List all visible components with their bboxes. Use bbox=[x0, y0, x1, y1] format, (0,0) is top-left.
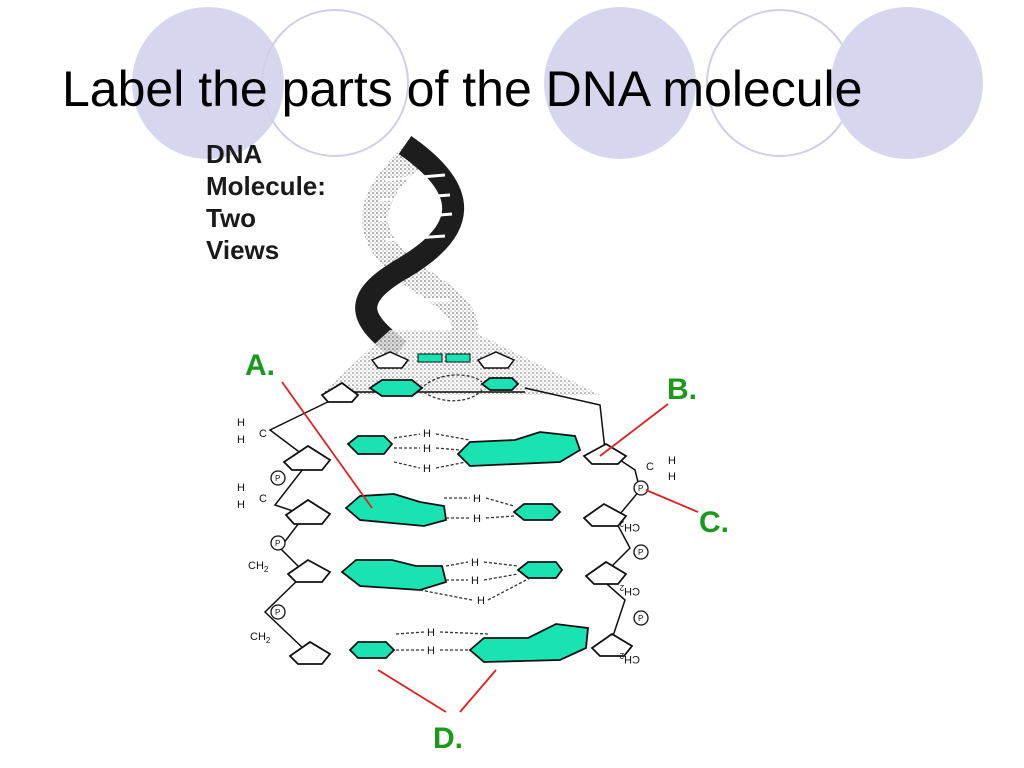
svg-text:P: P bbox=[275, 474, 280, 483]
atom-ch2: CH2 bbox=[248, 560, 269, 574]
atom-h: H bbox=[668, 455, 676, 467]
atom-h: H bbox=[237, 499, 245, 511]
atom-h: H bbox=[237, 417, 245, 429]
base-ring bbox=[344, 493, 448, 527]
phosphate: P bbox=[270, 535, 286, 551]
bond-atoms: H H H H H H H H H H bbox=[423, 428, 485, 657]
phosphate: P bbox=[270, 470, 286, 486]
atom-h: H bbox=[423, 428, 431, 440]
sugar-rings bbox=[282, 381, 634, 665]
decor-circle-filled bbox=[132, 7, 284, 159]
slide-title: Label the parts of the DNA molecule bbox=[62, 61, 863, 117]
atom-ch2: CH2 bbox=[619, 519, 640, 533]
backbone-right-chemistry: C H H CH2 CH2 CH2 bbox=[619, 455, 676, 665]
backbone-left-chemistry: H H C H H C CH2 CH2 bbox=[237, 417, 271, 645]
leader-line-d-right bbox=[459, 669, 497, 713]
helix-strand-dark bbox=[355, 135, 465, 359]
leader-line-c bbox=[645, 489, 699, 513]
caption-line: Views bbox=[206, 235, 280, 265]
atom-h: H bbox=[477, 595, 485, 607]
decor-circle-filled bbox=[831, 7, 983, 159]
label-b: B. bbox=[667, 373, 697, 406]
atom-ch2: CH2 bbox=[250, 631, 271, 645]
leader-line-d-left bbox=[377, 669, 447, 713]
base-ring bbox=[348, 641, 396, 659]
sugar-ring bbox=[288, 640, 332, 665]
caption-line: Two bbox=[206, 203, 257, 233]
sugar-ring bbox=[582, 502, 628, 527]
sugar-ring bbox=[320, 381, 360, 403]
atom-c: C bbox=[259, 493, 267, 505]
sugar-ring bbox=[584, 560, 628, 585]
atom-h: H bbox=[237, 434, 245, 446]
phosphate: P bbox=[633, 544, 649, 560]
label-c: C. bbox=[699, 506, 729, 539]
atom-ch2: CH2 bbox=[619, 583, 640, 597]
atom-h: H bbox=[423, 443, 431, 455]
leader-lines bbox=[281, 381, 699, 713]
caption-line: DNA bbox=[206, 139, 263, 169]
svg-text:P: P bbox=[638, 548, 643, 557]
atom-h: H bbox=[471, 575, 479, 587]
label-a: A. bbox=[245, 349, 275, 382]
base-ring bbox=[368, 379, 424, 397]
base-ring bbox=[512, 503, 562, 521]
phosphate: P bbox=[633, 610, 649, 626]
base-ring bbox=[346, 435, 394, 455]
base-ring bbox=[340, 559, 448, 591]
decor-circle-outline bbox=[261, 9, 409, 157]
sugar-ring bbox=[590, 632, 634, 657]
double-helix bbox=[320, 135, 600, 395]
base-ring bbox=[516, 561, 564, 579]
svg-text:P: P bbox=[638, 484, 643, 493]
sugar-ring bbox=[582, 442, 628, 465]
svg-text:P: P bbox=[275, 608, 280, 617]
phosphate-groups: P P P P P P bbox=[270, 470, 649, 626]
sugar-ring bbox=[282, 444, 332, 471]
caption-line: Molecule: bbox=[206, 171, 326, 201]
sugar-ring bbox=[286, 558, 332, 583]
leader-line-a bbox=[281, 381, 373, 509]
atom-h: H bbox=[427, 645, 435, 657]
atom-h: H bbox=[423, 463, 431, 475]
base-ring bbox=[468, 623, 589, 663]
svg-text:P: P bbox=[638, 614, 643, 623]
atom-h: H bbox=[471, 557, 479, 569]
base-pairs bbox=[340, 377, 589, 663]
atom-h: H bbox=[473, 493, 481, 505]
atom-h: H bbox=[237, 482, 245, 494]
base-ring bbox=[456, 431, 582, 467]
leader-line-b bbox=[599, 403, 669, 457]
atom-h: H bbox=[427, 627, 435, 639]
decor-circle-filled bbox=[544, 7, 696, 159]
phosphate: P bbox=[270, 604, 286, 620]
atom-c: C bbox=[646, 461, 654, 473]
base-ring bbox=[480, 377, 520, 391]
hydrogen-bonds bbox=[393, 374, 531, 651]
atom-c: C bbox=[259, 428, 267, 440]
label-d: D. bbox=[433, 722, 463, 755]
svg-text:P: P bbox=[275, 539, 280, 548]
diagram-caption: DNA Molecule: Two Views bbox=[206, 138, 326, 266]
atom-h: H bbox=[668, 471, 676, 483]
atom-h: H bbox=[473, 513, 481, 525]
phosphate: P bbox=[633, 480, 649, 496]
atom-ch2: CH2 bbox=[619, 651, 640, 665]
sugar-ring bbox=[284, 498, 332, 525]
